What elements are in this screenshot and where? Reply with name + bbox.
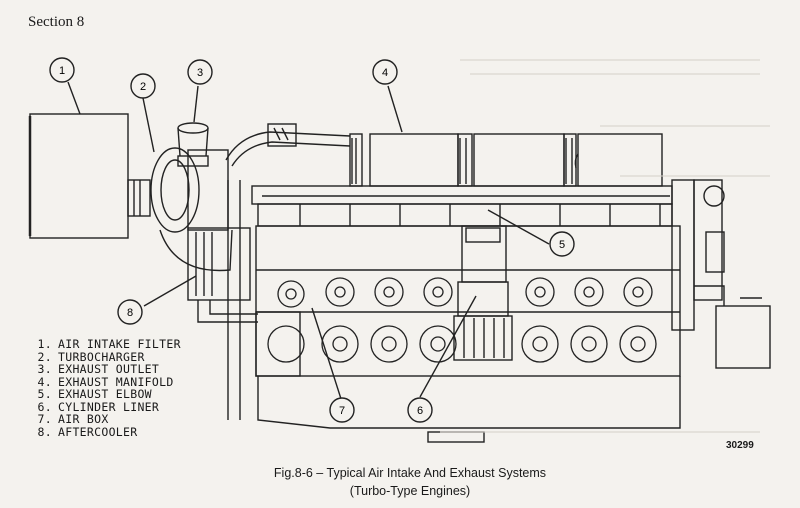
callout-8-label: 8 xyxy=(127,307,133,319)
callout-1: 1 xyxy=(49,57,75,83)
figure-plate-number: 30299 xyxy=(726,440,754,451)
aftercooler xyxy=(187,180,258,420)
legend-item-number: 8. xyxy=(37,424,52,439)
legend-item-label: CYLINDER LINER xyxy=(58,399,160,414)
exhaust-outlet xyxy=(177,122,209,167)
air-intake-filter xyxy=(29,113,129,239)
legend-item-number: 1. xyxy=(37,337,52,351)
legend-item: 3. EXHAUST OUTLET xyxy=(34,363,181,376)
legend-item-number: 3. xyxy=(37,362,52,376)
callout-7: 7 xyxy=(329,397,355,423)
legend-item: 8. AFTERCOOLER xyxy=(34,424,181,439)
figure-subcaption: (Turbo-Type Engines) xyxy=(349,484,471,498)
figure-caption: Fig.8-6 – Typical Air Intake And Exhaust… xyxy=(273,466,547,480)
callout-3: 3 xyxy=(187,59,213,85)
exhaust-manifold xyxy=(349,133,663,187)
legend-item-number: 5. xyxy=(37,387,52,401)
legend-item-label: EXHAUST OUTLET xyxy=(58,362,160,376)
callout-5-label: 5 xyxy=(559,239,565,251)
legend-item: 1. AIR INTAKE FILTER xyxy=(34,338,181,351)
callout-4: 4 xyxy=(372,59,398,85)
legend-item: 6. CYLINDER LINER xyxy=(34,399,181,414)
callout-5: 5 xyxy=(549,231,575,257)
legend-item-label: EXHAUST MANIFOLD xyxy=(58,374,174,389)
cylinder-liner xyxy=(453,225,513,361)
legend-item-label: AIR INTAKE FILTER xyxy=(58,337,181,351)
callout-7-label: 7 xyxy=(339,405,345,417)
callout-1-label: 1 xyxy=(59,65,65,77)
legend-item-number: 6. xyxy=(37,399,52,414)
section-header: Section 8 xyxy=(28,14,85,30)
legend-item-label: EXHAUST ELBOW xyxy=(58,387,152,401)
legend-item-number: 2. xyxy=(37,349,52,364)
legend-item: 4. EXHAUST MANIFOLD xyxy=(34,374,181,389)
legend-item: 5. EXHAUST ELBOW xyxy=(34,388,181,401)
callout-6-label: 6 xyxy=(417,405,423,417)
callout-8: 8 xyxy=(117,299,143,325)
legend-item: 2. TURBOCHARGER xyxy=(34,349,181,364)
callout-3-label: 3 xyxy=(197,67,203,79)
legend-item-number: 7. xyxy=(37,412,52,426)
air-box-ports xyxy=(267,325,657,363)
callout-4-label: 4 xyxy=(382,67,388,79)
callout-6: 6 xyxy=(407,397,433,423)
legend-item-label: TURBOCHARGER xyxy=(58,349,145,364)
callout-2: 2 xyxy=(130,73,156,99)
parts-legend: 1. AIR INTAKE FILTER 2. TURBOCHARGER 3. EXH… xyxy=(34,338,181,438)
legend-item-label: AIR BOX xyxy=(58,412,109,426)
callout-2-label: 2 xyxy=(140,81,146,93)
legend-item-label: AFTERCOOLER xyxy=(58,424,138,439)
legend-item: 7. AIR BOX xyxy=(34,413,181,426)
legend-item-number: 4. xyxy=(37,374,52,389)
